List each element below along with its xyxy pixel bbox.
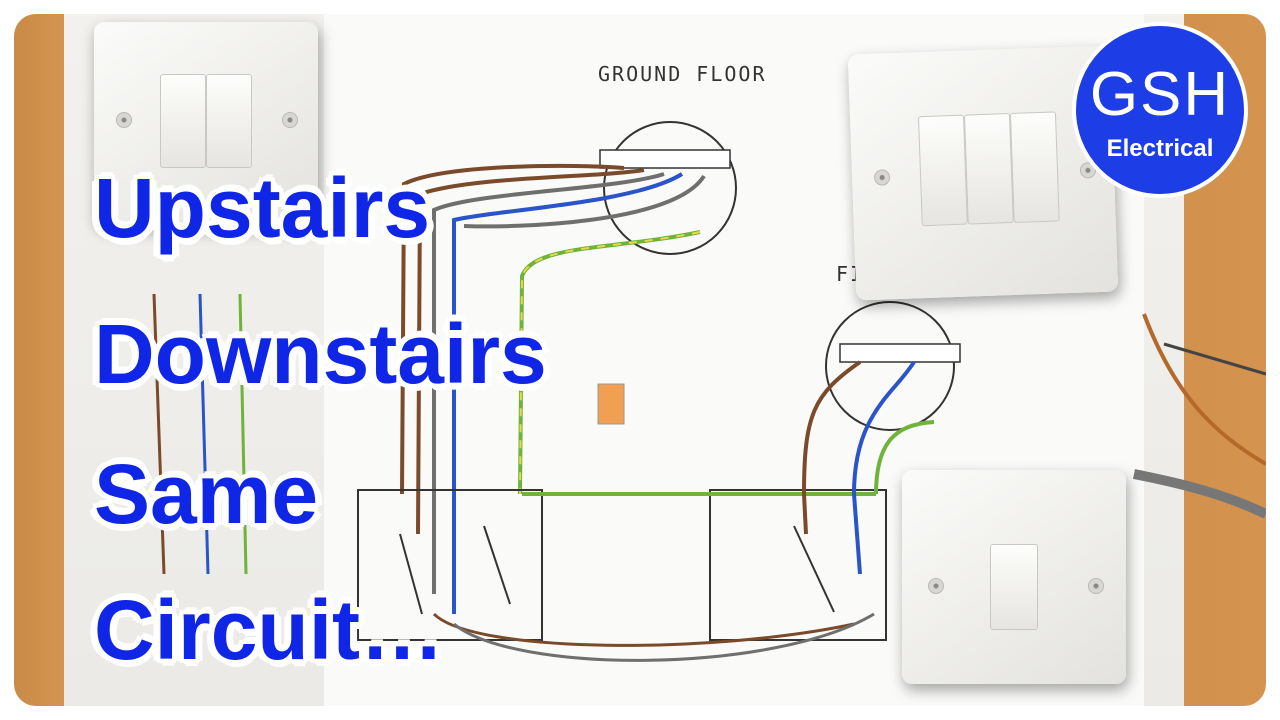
title-line-2: Downstairs <box>94 307 547 401</box>
switch-box-ground <box>357 489 543 641</box>
switch-rocker-single <box>990 544 1038 630</box>
logo-primary-text: GSH <box>1089 60 1231 129</box>
ground-floor-label: GROUND FLOOR <box>598 62 767 86</box>
one-gang-switch-plate <box>902 470 1126 684</box>
gsh-electrical-logo: GSH Electrical <box>1072 22 1248 198</box>
switch-rocker-left <box>160 74 206 168</box>
screw <box>1088 578 1104 594</box>
title-line-1: Upstairs <box>94 161 431 255</box>
switch-box-first <box>709 489 887 641</box>
switch-rocker-3 <box>1009 111 1060 223</box>
screw <box>873 169 891 186</box>
switch-rocker-1 <box>917 114 968 227</box>
screw <box>116 112 132 128</box>
screw <box>928 578 944 594</box>
ceiling-rose-ground <box>603 121 737 255</box>
switch-rocker-2 <box>963 113 1014 225</box>
title-line-4: Circuit… <box>94 583 445 677</box>
logo-secondary-text: Electrical <box>1106 135 1214 162</box>
screw <box>282 112 298 128</box>
title-line-3: Same <box>94 447 319 541</box>
photo-frame: GROUND FLOOR FIRS <box>14 14 1266 706</box>
switch-rocker-right <box>206 74 252 168</box>
two-gang-switch-plate <box>94 22 318 226</box>
wiring-diagram <box>152 121 1266 662</box>
ceiling-rose-first <box>825 301 955 431</box>
